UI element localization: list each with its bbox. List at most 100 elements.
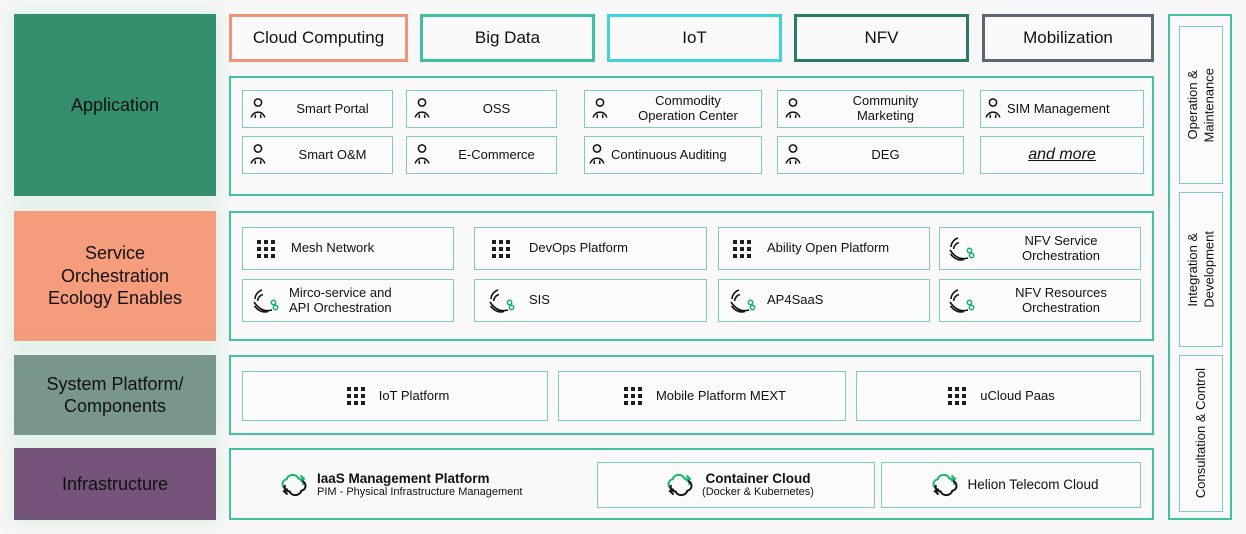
system-card-mobile-platform-mext[interactable]: Mobile Platform MEXT	[558, 371, 846, 421]
infra-card-iaas-management-platform[interactable]: IaaS Management Platform PIM - Physical …	[271, 462, 601, 508]
chip-big-data-label: Big Data	[474, 28, 541, 47]
infra-card-container-cloud-title: Container Cloud	[705, 470, 811, 486]
cloud-cycle-icon	[271, 471, 317, 499]
app-card-community-marketing[interactable]: Community Marketing	[777, 90, 964, 128]
app-card-and-more[interactable]: and more	[980, 136, 1144, 174]
grid-dots-icon	[475, 239, 527, 259]
grid-dots-icon	[618, 386, 648, 406]
app-card-commodity-operation-center[interactable]: Commodity Operation Center	[584, 90, 762, 128]
service-card-nfv-resources-orchestration-label: NFV Resources Orchestration	[1015, 284, 1107, 315]
app-card-community-marketing-label: Community Marketing	[852, 93, 919, 123]
app-card-continuous-auditing[interactable]: Continuous Auditing	[584, 136, 762, 174]
infra-card-container-cloud-text: Container Cloud (Docker & Kubernetes)	[702, 471, 814, 499]
chip-nfv[interactable]: NFV	[794, 14, 969, 62]
orchestration-icon	[940, 288, 982, 314]
rail-cell-operation-maintenance-label: Operation & Maintenance	[1184, 67, 1216, 143]
infra-card-iaas-text: IaaS Management Platform PIM - Physical …	[317, 471, 522, 499]
orchestration-icon	[940, 236, 982, 262]
rail-cell-consultation-control-label: Consultation & Control	[1192, 368, 1208, 499]
app-card-e-commerce[interactable]: E-Commerce	[406, 136, 557, 174]
orchestration-icon	[719, 288, 765, 314]
person-icon	[407, 97, 437, 121]
app-card-oss-label: OSS	[482, 100, 511, 116]
app-card-smart-om[interactable]: Smart O&M	[242, 136, 393, 174]
orchestration-icon	[475, 288, 527, 314]
app-card-continuous-auditing-label: Continuous Auditing	[611, 146, 727, 162]
service-card-devops-platform-label: DevOps Platform	[529, 240, 628, 256]
chip-iot-label: IoT	[682, 28, 707, 47]
infra-card-iaas-title: IaaS Management Platform	[317, 470, 490, 486]
chip-cloud-computing-label: Cloud Computing	[252, 28, 385, 47]
grid-dots-icon	[341, 386, 371, 406]
app-card-oss[interactable]: OSS	[406, 90, 557, 128]
grid-dots-icon	[942, 386, 972, 406]
system-platform-band: IoT Platform Mobile Platform MEXT uCloud…	[229, 355, 1154, 435]
service-card-nfv-service-orchestration-label: NFV Service Orchestration	[1021, 232, 1101, 263]
infra-card-helion-telecom-cloud-title: Helion Telecom Cloud	[967, 477, 1099, 493]
layer-label-system-platform-text: System Platform/ Components	[46, 373, 184, 417]
service-card-ability-open-platform[interactable]: Ability Open Platform	[718, 227, 930, 270]
orchestration-icon	[243, 288, 287, 314]
service-card-sis[interactable]: SIS	[474, 279, 707, 322]
application-band: Smart Portal OSS Commodity Operation Cen…	[229, 76, 1154, 196]
system-card-iot-platform[interactable]: IoT Platform	[242, 371, 548, 421]
grid-dots-icon	[719, 239, 765, 259]
rail-cell-consultation-control[interactable]: Consultation & Control	[1179, 355, 1223, 512]
app-card-smart-portal-label: Smart Portal	[296, 100, 369, 116]
service-card-microservice-api-orchestration[interactable]: Mirco-service and API Orchestration	[242, 279, 454, 322]
system-card-iot-platform-label: IoT Platform	[378, 387, 450, 403]
person-icon	[778, 97, 808, 121]
app-card-deg-label: DEG	[871, 146, 900, 162]
chip-big-data[interactable]: Big Data	[420, 14, 595, 62]
app-card-deg[interactable]: DEG	[777, 136, 964, 174]
chip-iot[interactable]: IoT	[607, 14, 782, 62]
service-card-mesh-network-label: Mesh Network	[291, 240, 375, 256]
chip-mobilization-label: Mobilization	[1023, 28, 1113, 47]
layer-label-system-platform: System Platform/ Components	[14, 355, 216, 435]
rail-cell-integration-development[interactable]: Integration & Development	[1179, 192, 1223, 347]
layer-label-service: Service Orchestration Ecology Enables	[14, 211, 216, 341]
chip-nfv-label: NFV	[864, 28, 899, 47]
service-card-ap4saas-label: AP4SaaS	[767, 292, 824, 308]
infra-card-iaas-subtitle: PIM - Physical Infrastructure Management	[317, 486, 523, 499]
layer-label-application-text: Application	[70, 94, 160, 115]
service-card-microservice-api-orchestration-label: Mirco-service and API Orchestration	[289, 284, 392, 315]
app-card-e-commerce-label: E-Commerce	[458, 146, 535, 162]
infra-card-helion-telecom-cloud[interactable]: Helion Telecom Cloud	[881, 462, 1141, 508]
system-card-mobile-platform-mext-label: Mobile Platform MEXT	[655, 387, 787, 403]
grid-dots-icon	[243, 239, 289, 259]
service-card-mesh-network[interactable]: Mesh Network	[242, 227, 454, 270]
rail-cell-operation-maintenance[interactable]: Operation & Maintenance	[1179, 26, 1223, 184]
layer-label-infrastructure-text: Infrastructure	[61, 473, 169, 494]
system-card-ucloud-paas-label: uCloud Paas	[980, 387, 1055, 403]
app-card-sim-management-label: SIM Management	[1007, 100, 1110, 116]
app-card-smart-om-label: Smart O&M	[298, 146, 367, 162]
chip-cloud-computing[interactable]: Cloud Computing	[229, 14, 408, 62]
layer-label-application: Application	[14, 14, 216, 196]
infrastructure-band: IaaS Management Platform PIM - Physical …	[229, 448, 1154, 520]
infra-card-container-cloud[interactable]: Container Cloud (Docker & Kubernetes)	[597, 462, 875, 508]
chip-mobilization[interactable]: Mobilization	[982, 14, 1154, 62]
service-card-ap4saas[interactable]: AP4SaaS	[718, 279, 930, 322]
person-icon	[585, 143, 609, 167]
infra-card-container-cloud-subtitle: (Docker & Kubernetes)	[702, 486, 814, 499]
person-icon	[243, 97, 273, 121]
service-card-devops-platform[interactable]: DevOps Platform	[474, 227, 707, 270]
layer-label-service-text: Service Orchestration Ecology Enables	[47, 243, 183, 309]
service-card-nfv-resources-orchestration[interactable]: NFV Resources Orchestration	[939, 279, 1141, 322]
service-card-ability-open-platform-label: Ability Open Platform	[767, 240, 890, 256]
cloud-cycle-icon	[658, 471, 702, 499]
person-icon	[981, 97, 1005, 121]
app-card-smart-portal[interactable]: Smart Portal	[242, 90, 393, 128]
person-icon	[407, 143, 437, 167]
layer-label-infrastructure: Infrastructure	[14, 448, 216, 520]
service-card-nfv-service-orchestration[interactable]: NFV Service Orchestration	[939, 227, 1141, 270]
rail-cell-integration-development-label: Integration & Development	[1184, 231, 1216, 308]
app-card-sim-management[interactable]: SIM Management	[980, 90, 1144, 128]
service-orchestration-band: Mesh Network DevOps Platform Ability Ope…	[229, 211, 1154, 341]
app-card-and-more-label: and more	[1028, 145, 1096, 163]
system-card-ucloud-paas[interactable]: uCloud Paas	[856, 371, 1141, 421]
person-icon	[778, 143, 808, 167]
person-icon	[585, 97, 615, 121]
